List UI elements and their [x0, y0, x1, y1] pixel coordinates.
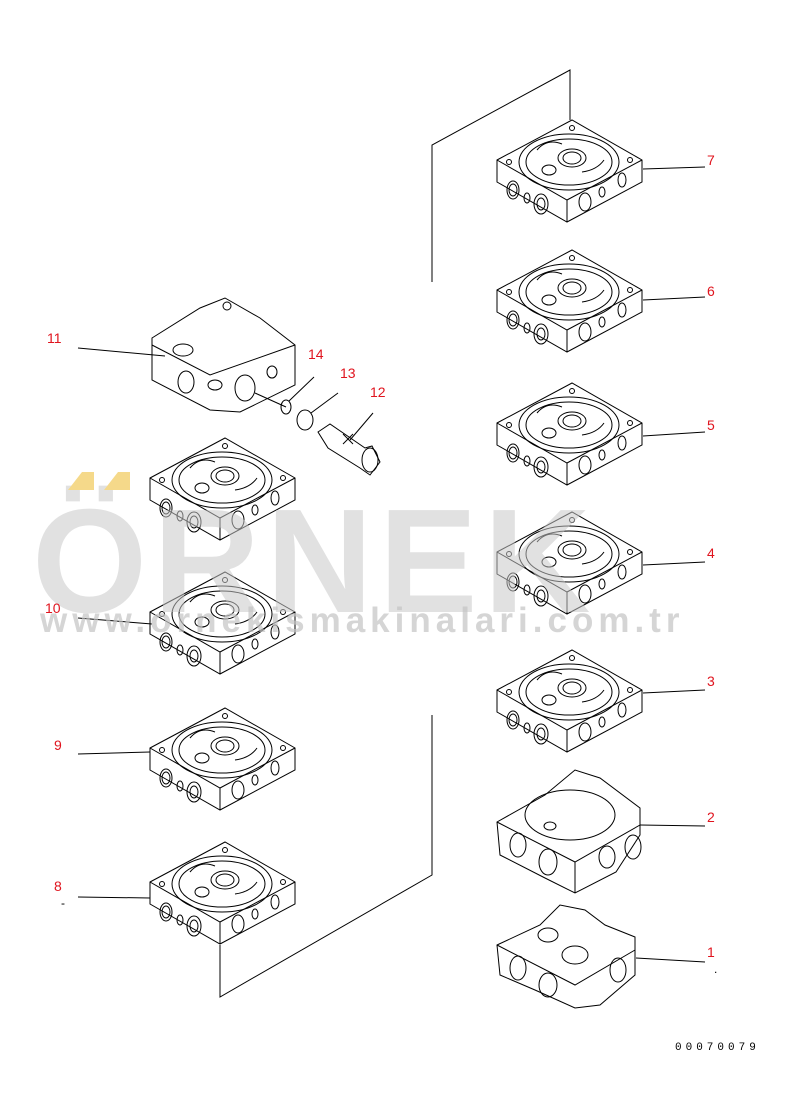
valve-cover-11: [151, 297, 296, 413]
callout-7: 7: [707, 152, 715, 168]
callout-13: 13: [340, 365, 356, 381]
watermark-accent-icon: [68, 472, 130, 490]
valve-section-6: [496, 249, 643, 353]
callout-4: 4: [707, 545, 715, 561]
valve-section-3: [496, 649, 643, 753]
plug-12: [317, 423, 381, 476]
callout-14: 14: [308, 346, 324, 362]
drawing-number: 00070079: [675, 1042, 760, 1054]
valve-section-9: [149, 707, 296, 811]
callout-6: 6: [707, 283, 715, 299]
valve-section-8: [149, 841, 296, 945]
callout-8: 8: [54, 878, 62, 894]
callout-12: 12: [370, 384, 386, 400]
valve-section-5: [496, 382, 643, 486]
callout-9: 9: [54, 737, 62, 753]
valve-section-1: [496, 904, 636, 1009]
assembly-bracket-lines: [219, 69, 571, 998]
backup-ring-13: [296, 409, 314, 431]
callout-11: 11: [47, 330, 62, 346]
callout-1: 1: [707, 944, 715, 960]
watermark-url: www.ornekismakinalari.com.tr: [40, 601, 685, 640]
dash-mark: -: [61, 896, 65, 910]
leader-lines: [77, 166, 706, 963]
callout-3: 3: [707, 673, 715, 689]
o-ring-14: [280, 399, 292, 415]
watermark-brand: ÖRNEK: [32, 479, 597, 644]
callout-2: 2: [707, 809, 715, 825]
callout-10: 10: [45, 600, 61, 616]
valve-section-7: [496, 119, 643, 223]
dot-mark: .: [714, 962, 718, 976]
valve-section-2: [496, 769, 642, 894]
callout-5: 5: [707, 417, 715, 433]
